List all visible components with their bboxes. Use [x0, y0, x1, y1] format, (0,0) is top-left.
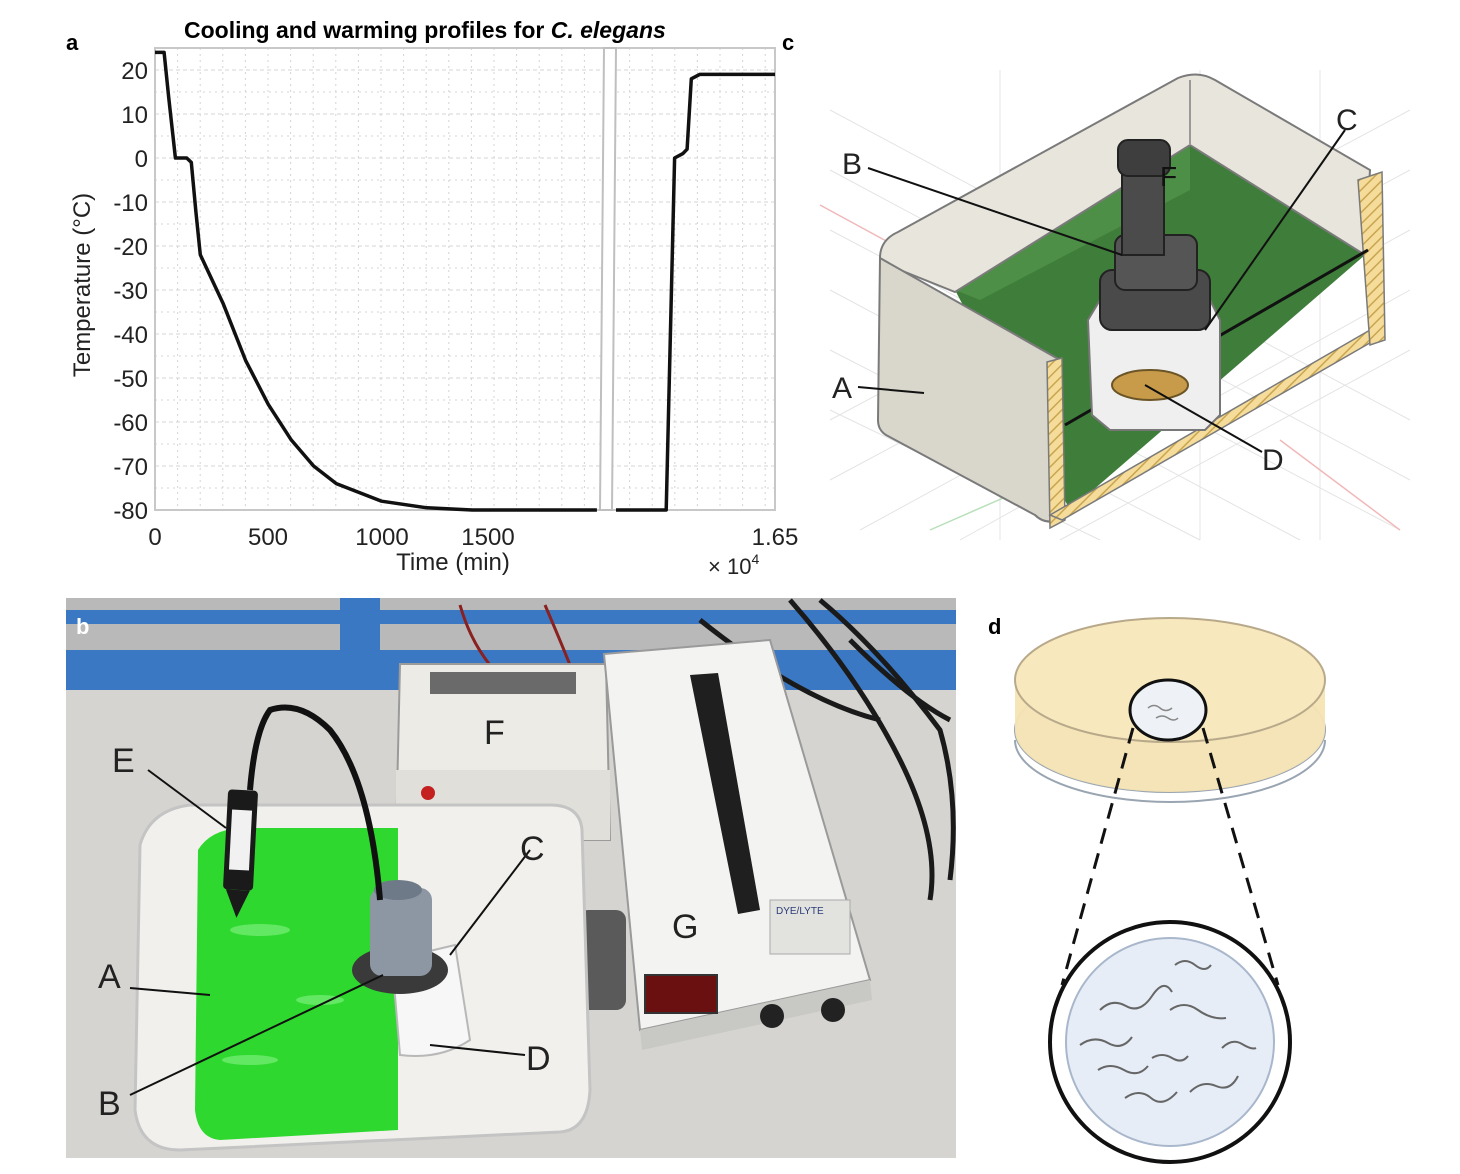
axis-break	[598, 47, 618, 511]
c-cylinder-top	[1117, 139, 1171, 177]
b-red-wires	[458, 604, 572, 666]
series-line-cooling	[155, 50, 597, 512]
y-tick-label: -20	[113, 234, 148, 261]
b-gel-highlights	[222, 924, 344, 1065]
chart-grid	[154, 47, 775, 511]
y-tick-label: 20	[121, 58, 148, 85]
series-line-warming	[616, 72, 775, 512]
c-leaders	[857, 129, 1346, 453]
b-cables	[698, 598, 956, 901]
x-axis-label: Time (min)	[396, 549, 510, 576]
b-thermometer	[223, 789, 258, 918]
y-tick-label: -10	[113, 190, 148, 217]
panel-label-d: d	[988, 614, 1001, 639]
d-zoom-agar	[1065, 937, 1275, 1147]
c-axis-green	[929, 494, 1011, 531]
x-tick-1500: 1500	[461, 524, 514, 551]
b-leaders	[129, 769, 531, 1096]
c-part-letter: F	[1160, 161, 1177, 192]
b-label-b: B	[98, 1085, 121, 1123]
b-psu-handle	[690, 673, 760, 914]
x-tick-0: 0	[148, 524, 161, 551]
x-tick-end: 1.65	[752, 524, 799, 551]
b-label-f: F	[484, 714, 505, 752]
panel-label-c: c	[782, 30, 794, 55]
b-dark-cup	[578, 910, 626, 1010]
b-power-button	[421, 786, 435, 800]
b-psu-edge	[640, 980, 872, 1050]
c-label-b: B	[842, 148, 862, 181]
d-zoom-line-left	[1060, 727, 1135, 986]
panel-d: d	[988, 614, 1326, 1164]
b-controller-vents	[430, 672, 576, 694]
b-label-a: A	[98, 958, 121, 996]
y-tick-label: 10	[121, 102, 148, 129]
d-zoom-line-right	[1201, 727, 1280, 986]
y-tick-labels: 20 10 0 -10 -20 -30 -40 -50 -60 -70 -80	[113, 58, 148, 525]
b-label-e: E	[112, 742, 135, 780]
c-label-c: C	[1336, 104, 1358, 137]
y-tick-label: -50	[113, 366, 148, 393]
b-label-d: D	[526, 1040, 551, 1078]
y-tick-label: -80	[113, 498, 148, 525]
d-dish-rim	[1014, 739, 1326, 803]
c-sample-dish	[1111, 369, 1189, 401]
b-probe-cable	[247, 704, 383, 901]
x-multiplier: × 104	[708, 551, 759, 579]
b-psu-brand: DYE/LYTE	[776, 906, 824, 917]
b-cylinder	[370, 888, 432, 976]
b-psu-display	[644, 974, 718, 1014]
panel-c: c	[782, 30, 1411, 541]
c-label-d: D	[1262, 444, 1284, 477]
y-tick-label: -70	[113, 454, 148, 481]
b-blue-rail-top	[66, 610, 956, 624]
y-tick-label: -30	[113, 278, 148, 305]
plot-frame	[154, 47, 776, 511]
c-hatch-left	[1046, 357, 1066, 530]
b-cylinder-top	[374, 880, 422, 900]
chart-title: Cooling and warming profiles for C. eleg…	[184, 17, 666, 43]
d-small-worms	[1147, 704, 1179, 721]
panel-b: b F DYE/LYTE G	[66, 598, 956, 1158]
panel-label-a: a	[66, 30, 79, 55]
c-axis-red-2	[1279, 439, 1401, 531]
b-blue-post	[340, 598, 380, 693]
y-tick-label: -40	[113, 322, 148, 349]
chart-series	[155, 50, 775, 512]
c-label-a: A	[832, 372, 852, 405]
y-axis-label: Temperature (°C)	[69, 193, 96, 377]
b-label-g: G	[672, 908, 698, 946]
b-label-c: C	[520, 830, 545, 868]
y-tick-label: -60	[113, 410, 148, 437]
b-knob-2	[821, 998, 845, 1022]
x-tick-1000: 1000	[355, 524, 408, 551]
c-hatch-right	[1357, 170, 1386, 347]
b-knob-1	[760, 1004, 784, 1028]
b-psu-sticker	[769, 899, 851, 955]
x-tick-500: 500	[248, 524, 288, 551]
panel-a: a Cooling and warming profiles for C. el…	[66, 17, 798, 579]
d-worms	[1079, 960, 1257, 1103]
y-tick-label: 0	[135, 146, 148, 173]
panel-label-b: b	[76, 614, 89, 639]
